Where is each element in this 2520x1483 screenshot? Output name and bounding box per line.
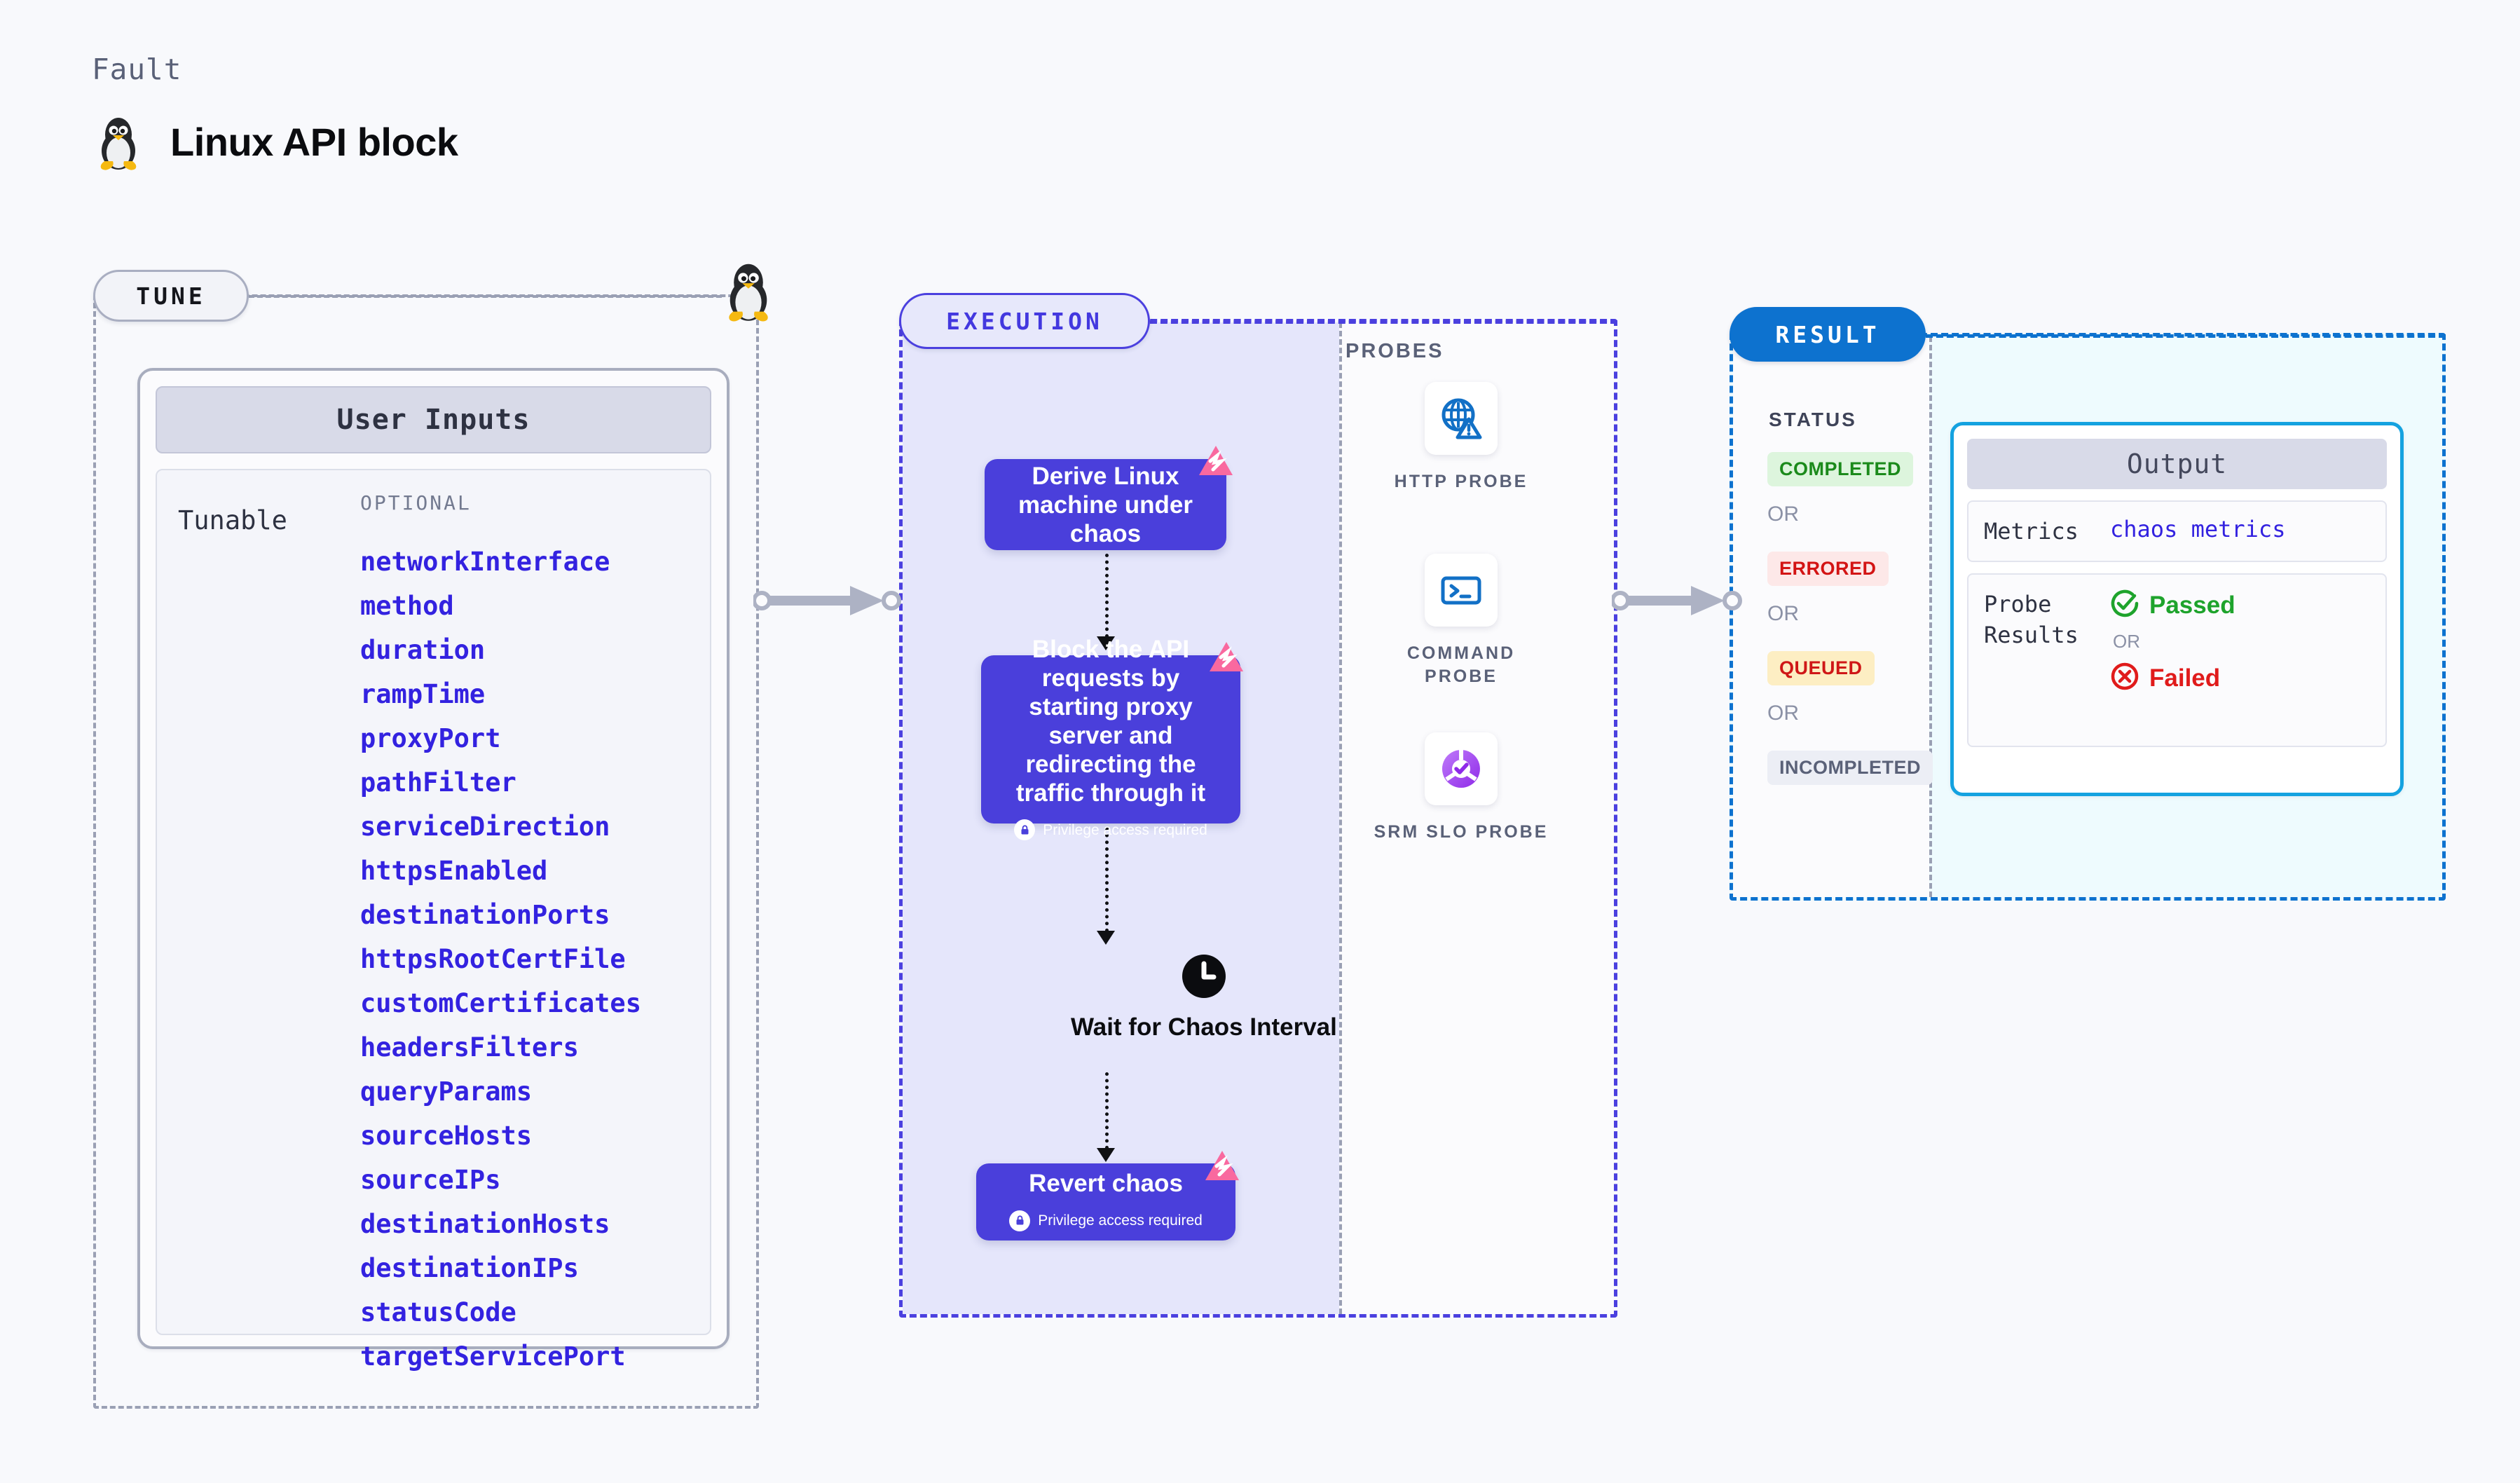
tunable-param[interactable]: httpsEnabled: [360, 856, 548, 886]
user-inputs-header: User Inputs: [156, 386, 711, 453]
probe-item-srm-slo[interactable]: SRM SLO PROBE: [1374, 732, 1549, 844]
execution-step-2-title: Block the API requests by starting proxy…: [1015, 635, 1206, 807]
result-pill[interactable]: RESULT: [1730, 307, 1926, 362]
tunable-param[interactable]: customCertificates: [360, 988, 641, 1018]
tunable-param[interactable]: serviceDirection: [360, 812, 610, 842]
execution-step-1-title: Derive Linux machine under chaos: [1018, 462, 1193, 547]
chaos-badge-icon-3: [1203, 1148, 1242, 1191]
globe-warning-icon: [1425, 382, 1498, 455]
output-metrics-key: Metrics: [1984, 518, 2079, 545]
probes-section-label: PROBES: [1345, 340, 1444, 362]
tunable-label: Tunable: [178, 505, 287, 535]
probe-item-http-label: HTTP PROBE: [1394, 472, 1528, 491]
execution-leader-line: [1150, 320, 1617, 324]
status-or-separator: OR: [1767, 602, 1799, 625]
tune-to-execution-connector: [752, 583, 904, 622]
lock-icon: [1009, 1210, 1031, 1231]
probe-result-failed: Failed: [2110, 662, 2235, 695]
tune-pill[interactable]: TUNE: [93, 270, 249, 322]
probe-item-command[interactable]: COMMAND PROBE: [1374, 554, 1549, 688]
tunable-param[interactable]: destinationPorts: [360, 900, 610, 930]
tunable-param[interactable]: headersFilters: [360, 1032, 579, 1062]
tunable-param[interactable]: destinationHosts: [360, 1209, 610, 1239]
output-probe-results-key: Probe Results: [1984, 591, 2079, 648]
slo-donut-check-icon: [1425, 732, 1498, 805]
chaos-badge-icon-1: [1196, 443, 1235, 486]
output-metrics-value[interactable]: chaos metrics: [2110, 516, 2286, 542]
result-status-column: [1733, 336, 1929, 897]
status-badge: ERRORED: [1767, 552, 1889, 586]
user-inputs-body: Tunable OPTIONAL networkInterface method d…: [156, 469, 711, 1372]
output-probe-results-row: Probe Results Passed OR: [1967, 573, 2387, 747]
probe-result-failed-label: Failed: [2149, 664, 2221, 692]
flow-connector-3: [1105, 1072, 1109, 1149]
output-header: Output: [1967, 439, 2387, 489]
tune-leader-line: [249, 295, 722, 298]
linux-penguin-node-icon: [722, 258, 775, 326]
page-title-row: Linux API block: [95, 112, 458, 171]
output-metrics-row: Metrics chaos metrics: [1967, 500, 2387, 562]
tunable-param[interactable]: rampTime: [360, 679, 486, 709]
execution-step-4-privilege-text: Privilege access required: [1038, 1212, 1203, 1229]
tunable-params-list: OPTIONAL networkInterface method duration r…: [360, 491, 710, 1372]
execution-step-1[interactable]: Derive Linux machine under chaos: [985, 459, 1226, 550]
status-or-separator: OR: [1767, 702, 1799, 725]
execution-to-result-connector: [1610, 583, 1745, 622]
probe-item-srm-slo-label: SRM SLO PROBE: [1374, 822, 1549, 842]
chaos-badge-icon-2: [1207, 639, 1246, 682]
flow-arrow-2: [1097, 931, 1115, 945]
user-inputs-card: User Inputs Tunable OPTIONAL networkInte…: [137, 368, 730, 1372]
tunable-param[interactable]: queryParams: [360, 1077, 533, 1107]
output-card: Output Metrics chaos metrics Probe Resul…: [1950, 422, 2404, 796]
tunable-param[interactable]: proxyPort: [360, 723, 501, 753]
execution-step-2-privilege: Privilege access required: [1014, 816, 1207, 845]
status-or-separator: OR: [1767, 503, 1799, 526]
flow-connector-2: [1105, 827, 1109, 932]
probe-result-or: OR: [2113, 631, 2140, 652]
status-badge: QUEUED: [1767, 651, 1875, 685]
execution-step-3[interactable]: Wait for Chaos Interval: [1071, 953, 1337, 1042]
result-status-divider: [1929, 336, 1932, 897]
x-circle-icon: [2110, 662, 2139, 695]
execution-step-2-privilege-text: Privilege access required: [1043, 821, 1207, 838]
tunable-param[interactable]: networkInterface: [360, 547, 610, 577]
status-label: STATUS: [1769, 409, 1857, 430]
probe-item-command-label: COMMAND PROBE: [1406, 643, 1516, 686]
page-title: Linux API block: [170, 119, 458, 164]
tunable-param[interactable]: duration: [360, 635, 486, 665]
probe-result-passed-label: Passed: [2149, 591, 2235, 619]
execution-step-4-privilege: Privilege access required: [1009, 1206, 1203, 1235]
tunable-param[interactable]: pathFilter: [360, 767, 516, 798]
tunable-param[interactable]: sourceHosts: [360, 1121, 533, 1151]
lock-icon: [1014, 819, 1036, 840]
page-kicker: Fault: [92, 53, 182, 86]
clock-icon: [1181, 953, 1227, 1003]
probes-divider: [1339, 322, 1342, 1314]
probe-result-passed: Passed: [2110, 589, 2235, 622]
tunable-param[interactable]: method: [360, 591, 454, 621]
status-badge: COMPLETED: [1767, 452, 1914, 486]
execution-pill[interactable]: EXECUTION: [899, 293, 1150, 349]
check-circle-icon: [2110, 589, 2139, 622]
tunable-param[interactable]: destinationIPs: [360, 1253, 579, 1283]
terminal-icon: [1425, 554, 1498, 627]
tunable-param[interactable]: sourceIPs: [360, 1165, 501, 1195]
status-badge: INCOMPLETED: [1767, 751, 1933, 785]
flow-arrow-3: [1097, 1148, 1115, 1162]
probe-item-http[interactable]: HTTP PROBE: [1374, 382, 1549, 493]
tunable-param[interactable]: httpsRootCertFile: [360, 944, 626, 974]
optional-label: OPTIONAL: [360, 491, 472, 514]
tunable-param[interactable]: targetServicePort: [360, 1341, 626, 1372]
execution-step-2[interactable]: Block the API requests by starting proxy…: [981, 636, 1240, 840]
execution-step-3-title: Wait for Chaos Interval: [1071, 1013, 1337, 1041]
execution-step-4-title: Revert chaos: [1029, 1170, 1183, 1197]
flow-arrow-1: [1097, 636, 1115, 650]
linux-penguin-icon: [95, 112, 142, 171]
tunable-param[interactable]: statusCode: [360, 1297, 516, 1327]
execution-step-4[interactable]: Revert chaos Privilege access required: [976, 1163, 1235, 1241]
output-probe-results-values: Passed OR Failed: [2110, 589, 2235, 732]
result-leader-line: [1926, 334, 2446, 338]
flow-connector-1: [1105, 554, 1109, 638]
